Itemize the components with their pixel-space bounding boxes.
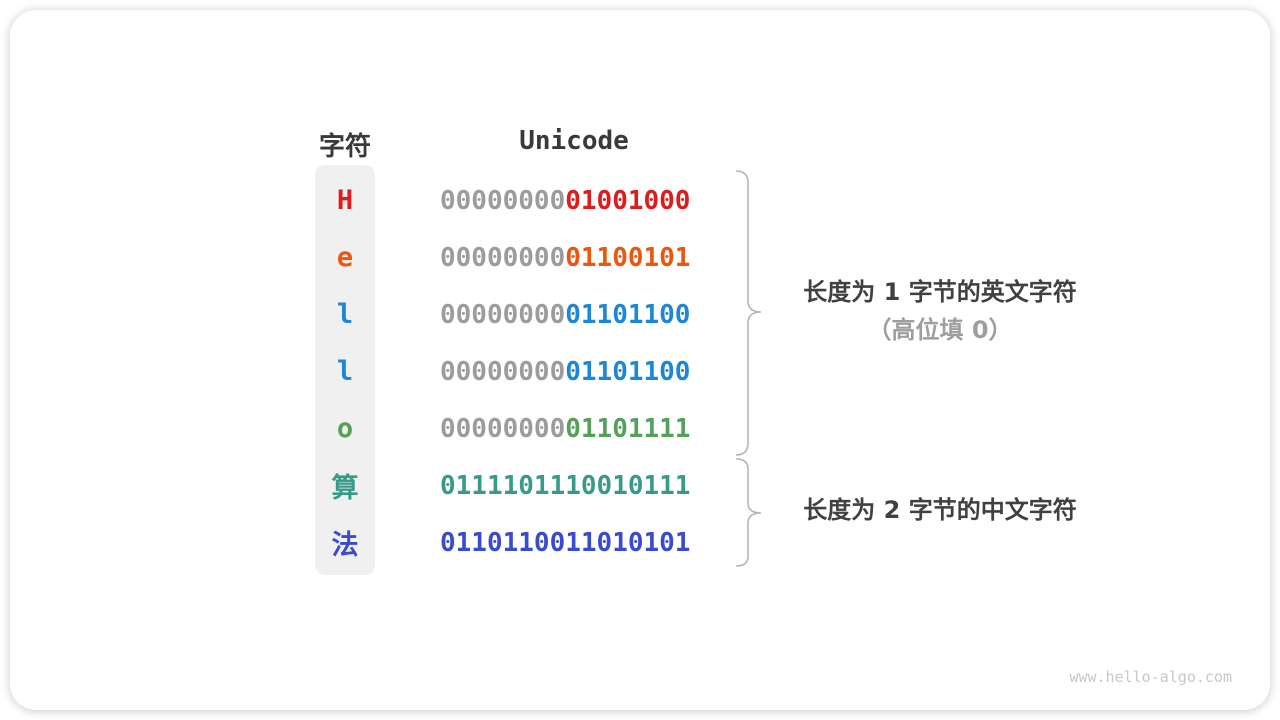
char-cell: o [336,413,354,444]
char-cell: l [336,299,354,330]
binary-byte: 11010101 [565,527,691,558]
binary-byte: 01101111 [565,413,691,444]
binary-cell: 00000000 01101111 [440,400,690,457]
annotation-english-chars: 长度为 1 字节的英文字符 （高位填 0） [779,273,1101,349]
column-header-char: 字符 [318,132,371,162]
binary-byte: 01101100 [565,356,691,387]
annotation-chinese-chars: 长度为 2 字节的中文字符 [803,496,1077,524]
binary-byte: 01101100 [565,299,691,330]
brace-chinese-group-icon [735,458,762,567]
binary-cell: 00000000 01001000 [440,172,690,229]
binary-byte: 01100101 [565,242,691,273]
binary-prefix: 00000000 [440,413,566,444]
char-cell: 算 [331,473,359,504]
binary-prefix: 00000000 [440,185,566,216]
binary-prefix: 00000000 [440,299,566,330]
binary-byte: 10010111 [565,470,691,501]
brace-english-group-icon [735,170,762,456]
binary-cell: 01111011 10010111 [440,457,690,514]
binary-prefix: 00000000 [440,356,566,387]
binary-cell: 01101100 11010101 [440,514,690,571]
char-cell: e [336,242,354,273]
annotation-english-line2: （高位填 0） [867,316,1013,344]
binary-prefix: 00000000 [440,242,566,273]
annotation-english-line1: 长度为 1 字节的英文字符 [803,278,1077,306]
char-cell: 法 [331,530,359,561]
column-header-unicode: Unicode [519,126,629,156]
watermark: www.hello-algo.com [1069,668,1232,686]
binary-cell: 00000000 01100101 [440,229,690,286]
char-cell: H [336,185,354,216]
char-cell: l [336,356,354,387]
binary-cell: 00000000 01101100 [440,343,690,400]
binary-cell: 00000000 01101100 [440,286,690,343]
binary-byte: 01001000 [565,185,691,216]
binary-byte: 01101100 [440,527,566,558]
binary-byte: 01111011 [440,470,566,501]
